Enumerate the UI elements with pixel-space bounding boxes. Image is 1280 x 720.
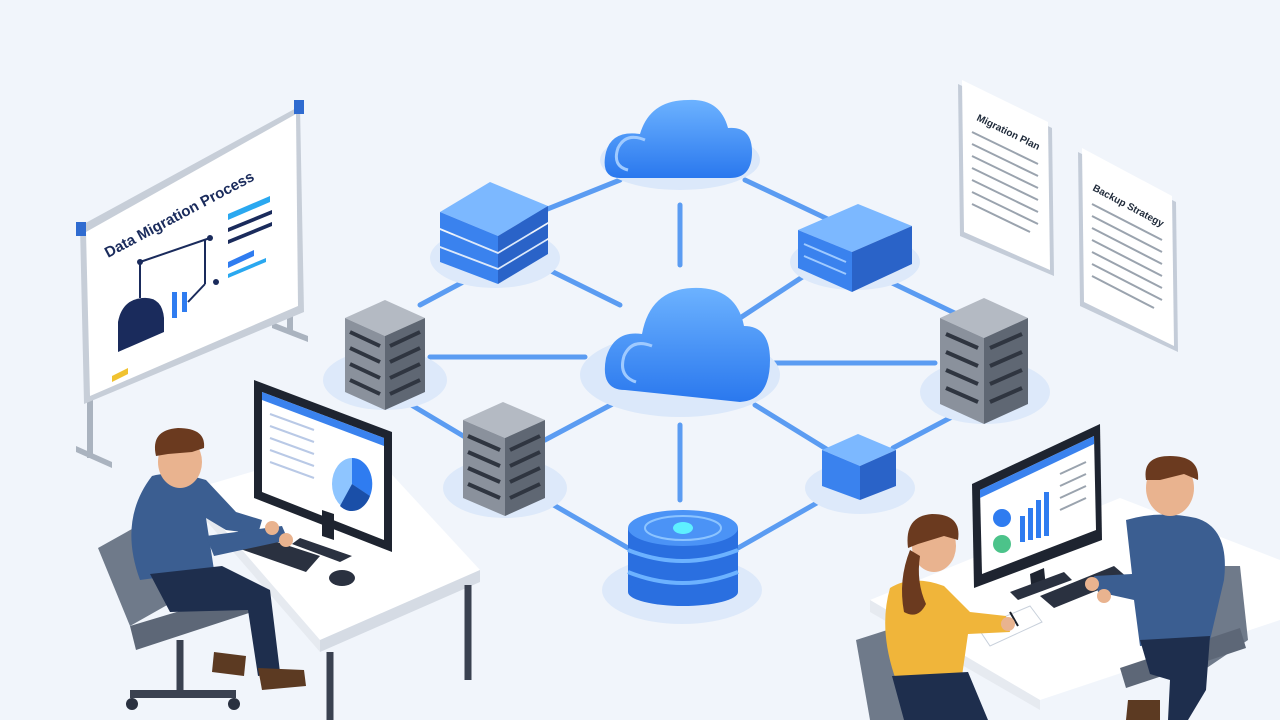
cube-node bbox=[805, 434, 915, 514]
storage-stack-icon bbox=[798, 204, 912, 292]
server-rack-icon bbox=[940, 298, 1028, 424]
cloud-icon bbox=[604, 287, 770, 402]
storage-box-right bbox=[790, 204, 920, 292]
server-rack-icon bbox=[345, 300, 425, 410]
server-center-left bbox=[443, 402, 567, 518]
document-migration-plan: Migration Plan bbox=[958, 80, 1054, 276]
server-right bbox=[920, 298, 1050, 424]
monitor-icon bbox=[972, 424, 1102, 600]
document-backup-strategy: Backup Strategy bbox=[1078, 148, 1178, 352]
top-cloud bbox=[600, 99, 760, 190]
database-icon bbox=[627, 510, 739, 606]
person-left bbox=[131, 428, 306, 690]
right-workstation bbox=[856, 424, 1280, 720]
server-left bbox=[323, 300, 447, 410]
monitor-icon bbox=[254, 380, 392, 562]
whiteboard: Data Migration Process bbox=[76, 100, 308, 468]
storage-stack-icon bbox=[440, 182, 548, 284]
server-rack-icon bbox=[463, 402, 545, 516]
cloud-icon bbox=[604, 99, 752, 178]
person-right bbox=[1085, 456, 1225, 720]
database-node bbox=[602, 510, 762, 624]
storage-stack-left bbox=[430, 182, 560, 288]
network-connections bbox=[405, 177, 968, 551]
left-workstation bbox=[98, 380, 480, 720]
person-woman bbox=[885, 514, 1015, 720]
central-cloud bbox=[580, 287, 780, 417]
cube-icon bbox=[822, 434, 896, 500]
